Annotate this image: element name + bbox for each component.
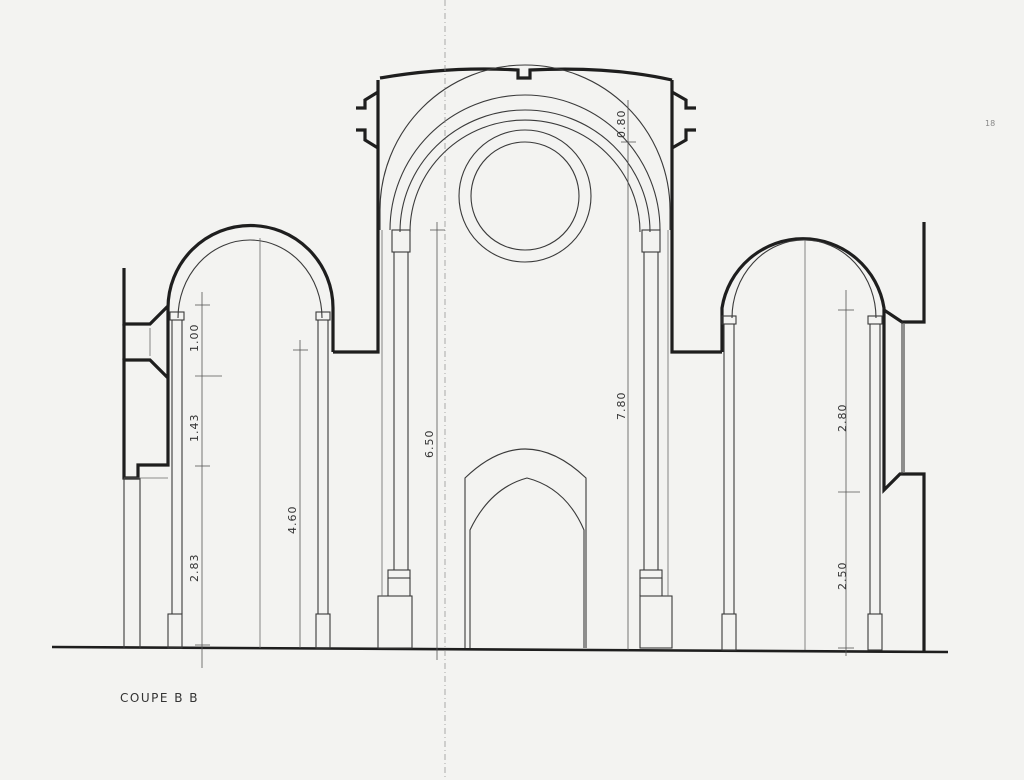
right-aisle — [720, 222, 926, 652]
dim-right-upper: 2.80 — [836, 404, 849, 433]
nave-left-pier — [377, 229, 413, 649]
dim-left-pier-low: 2.83 — [188, 554, 201, 583]
nave-right-pier — [639, 229, 673, 649]
dim-nave-pier-height: 6.50 — [423, 430, 436, 459]
dimension-lines — [195, 0, 860, 780]
dim-nave-right-height: 7.80 — [615, 392, 628, 421]
dim-left-arch-height: 4.60 — [286, 506, 299, 535]
dim-right-lower: 2.50 — [836, 562, 849, 591]
center-doorway — [464, 448, 587, 648]
drawing-caption: COUPE B B — [120, 691, 199, 705]
dim-left-window-top: 1.00 — [188, 324, 201, 353]
margin-note: 18 — [985, 119, 995, 128]
dim-left-window-mid: 1.43 — [188, 414, 201, 443]
nave-arches — [379, 64, 671, 263]
left-aisle — [122, 223, 335, 649]
nave-outer-walls — [333, 67, 722, 354]
ground-line — [51, 645, 949, 654]
dim-nave-arch-thickness: 0.80 — [615, 110, 628, 139]
